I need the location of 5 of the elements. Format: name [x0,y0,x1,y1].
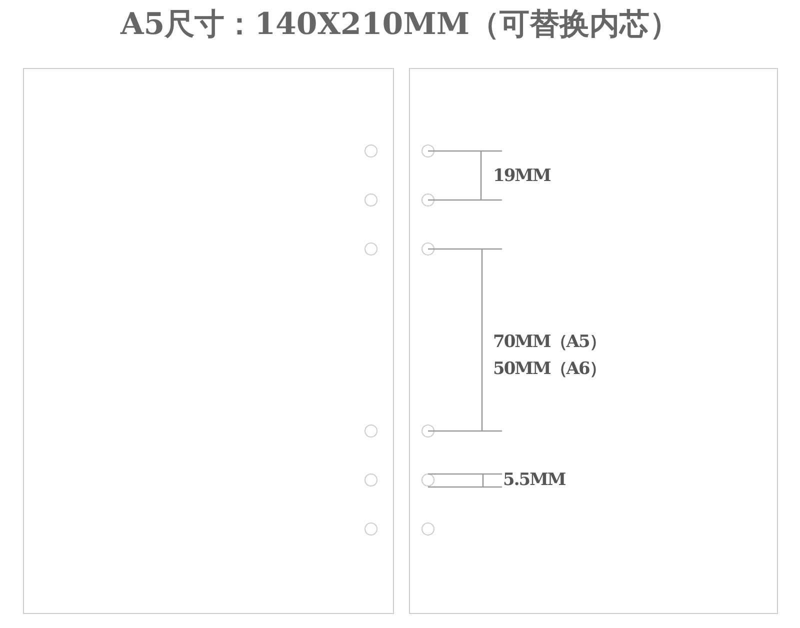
dimension-label: 5.5MM [503,470,566,490]
dimension-label: 19MM [493,166,550,186]
dimension-label: 50MM（A6） [493,358,606,380]
title: A5尺寸：140X210MM（可替换内芯） [119,6,681,44]
dimension-label: 70MM（A5） [493,331,606,353]
